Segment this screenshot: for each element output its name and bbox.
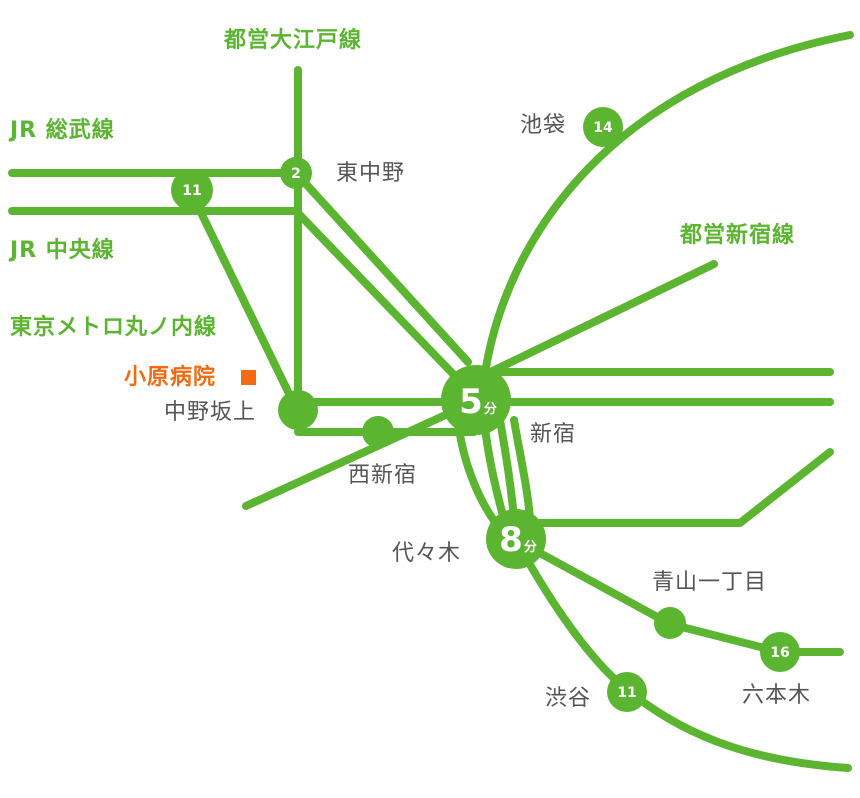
station-marker-sobu[interactable] bbox=[171, 169, 213, 211]
station-badge-higashi-nakano: 2 bbox=[291, 166, 301, 182]
station-marker-roppongi[interactable] bbox=[760, 632, 800, 672]
station-label-roppongi: 六本木 bbox=[742, 683, 812, 708]
station-label-aoyama-itchome: 青山一丁目 bbox=[652, 570, 768, 595]
station-label-ikebukuro: 池袋 bbox=[520, 113, 567, 138]
shinjuku-line-diagonal bbox=[470, 260, 718, 384]
shinjuku-line-label: 都営新宿線 bbox=[680, 223, 796, 248]
shinjuku-minutes: 5 bbox=[459, 382, 483, 422]
station-label-higashi-nakano: 東中野 bbox=[336, 161, 406, 186]
oedo-line-label: 都営大江戸線 bbox=[224, 28, 363, 53]
station-marker-shinjuku[interactable] bbox=[441, 365, 511, 435]
yamanote-line-north bbox=[480, 31, 854, 384]
yoyogi-east-line bbox=[512, 448, 834, 527]
station-badge-sobu: 11 bbox=[182, 183, 202, 199]
station-label-yoyogi: 代々木 bbox=[392, 541, 462, 566]
station-label-nakano-sakaue: 中野坂上 bbox=[164, 400, 257, 425]
yoyogi-minutes-unit: 分 bbox=[523, 540, 537, 555]
station-marker-aoyama-itchome[interactable] bbox=[654, 607, 686, 639]
station-label-shibuya: 渋谷 bbox=[545, 686, 592, 711]
shinjuku-yoyogi-line-4 bbox=[510, 416, 534, 524]
sobu-line-label: JR 総武線 bbox=[10, 118, 115, 143]
chuo-diagonal-line bbox=[292, 207, 459, 380]
marunouchi-line-label: 東京メトロ丸ノ内線 bbox=[10, 315, 218, 340]
chuo-line-label: JR 中央線 bbox=[10, 238, 115, 263]
station-marker-nakano-sakaue[interactable] bbox=[278, 390, 318, 430]
marunouchi-line bbox=[186, 186, 300, 412]
station-marker-ikebukuro[interactable] bbox=[583, 107, 623, 147]
yoyogi-minutes: 8 bbox=[499, 520, 523, 560]
yoyogi-minutes-badge: 8分 bbox=[499, 523, 537, 557]
station-marker-yoyogi[interactable] bbox=[486, 509, 546, 569]
oedo-lower-branch-line bbox=[242, 398, 478, 510]
station-label-shinjuku: 新宿 bbox=[530, 422, 577, 447]
hospital-name: 小原病院 bbox=[124, 365, 217, 390]
yoyogi-roppongi-line bbox=[512, 536, 844, 656]
station-badge-roppongi: 16 bbox=[770, 645, 790, 661]
station-marker-nishi-shinjuku[interactable] bbox=[362, 416, 394, 448]
sobu-diagonal-line bbox=[292, 169, 472, 366]
station-badge-ikebukuro: 14 bbox=[593, 120, 613, 136]
shinjuku-minutes-unit: 分 bbox=[483, 402, 497, 417]
station-marker-higashi-nakano[interactable] bbox=[280, 157, 312, 189]
station-marker-shibuya[interactable] bbox=[607, 672, 647, 712]
square-marker-icon bbox=[241, 370, 256, 385]
shinjuku-minutes-badge: 5分 bbox=[459, 385, 497, 419]
station-label-nishi-shinjuku: 西新宿 bbox=[348, 463, 418, 488]
station-badge-shibuya: 11 bbox=[617, 685, 637, 701]
